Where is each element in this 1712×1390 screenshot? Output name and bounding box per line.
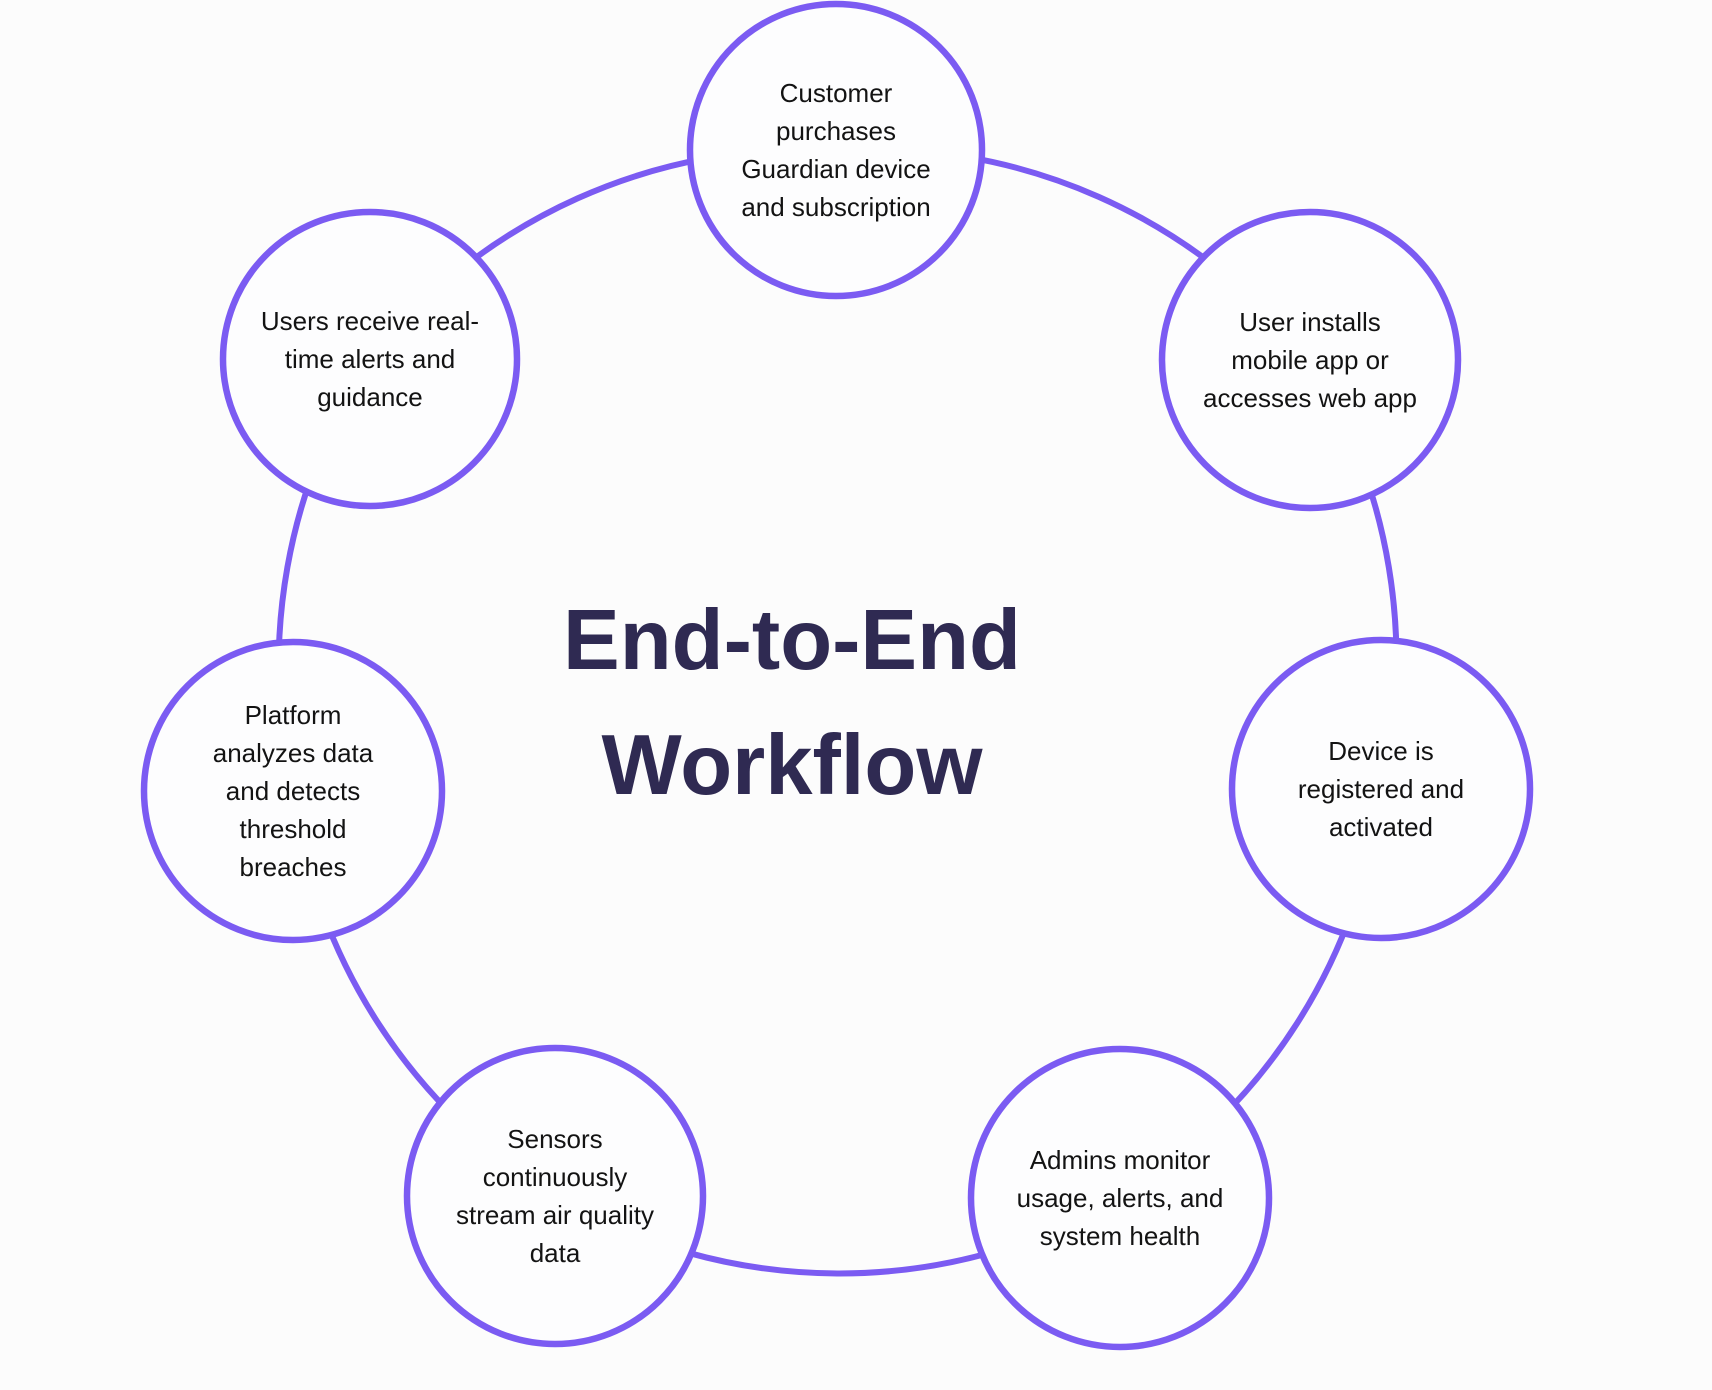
step-label-register-device: Device is registered and activated <box>1297 736 1465 842</box>
step-label-platform-analyze: Platform analyzes data and detects thres… <box>212 700 374 882</box>
step-circle-platform-analyze <box>140 638 446 944</box>
step-label-admin-monitor: Admins monitor usage, alerts, and system… <box>1016 1145 1224 1251</box>
step-circle-sensor-stream <box>403 1044 707 1348</box>
step-label-purchase: Customer purchases Guardian device and s… <box>741 78 931 222</box>
step-label-sensor-stream: Sensors continuously stream air quality … <box>456 1124 654 1268</box>
diagram-title-line-1: End-to-End <box>563 593 1021 688</box>
step-circle-purchase <box>686 0 986 300</box>
step-label-install-app: User installs mobile app or accesses web… <box>1203 307 1417 413</box>
diagram-title: End-to-End Workflow <box>563 578 1021 828</box>
step-circle-admin-monitor <box>967 1045 1273 1351</box>
diagram-title-line-2: Workflow <box>601 718 983 813</box>
step-circle-register-device <box>1228 636 1534 942</box>
step-circle-user-alerts <box>219 208 521 510</box>
step-circle-install-app <box>1158 208 1462 512</box>
step-label-user-alerts: Users receive real-time alerts and guida… <box>260 306 480 412</box>
